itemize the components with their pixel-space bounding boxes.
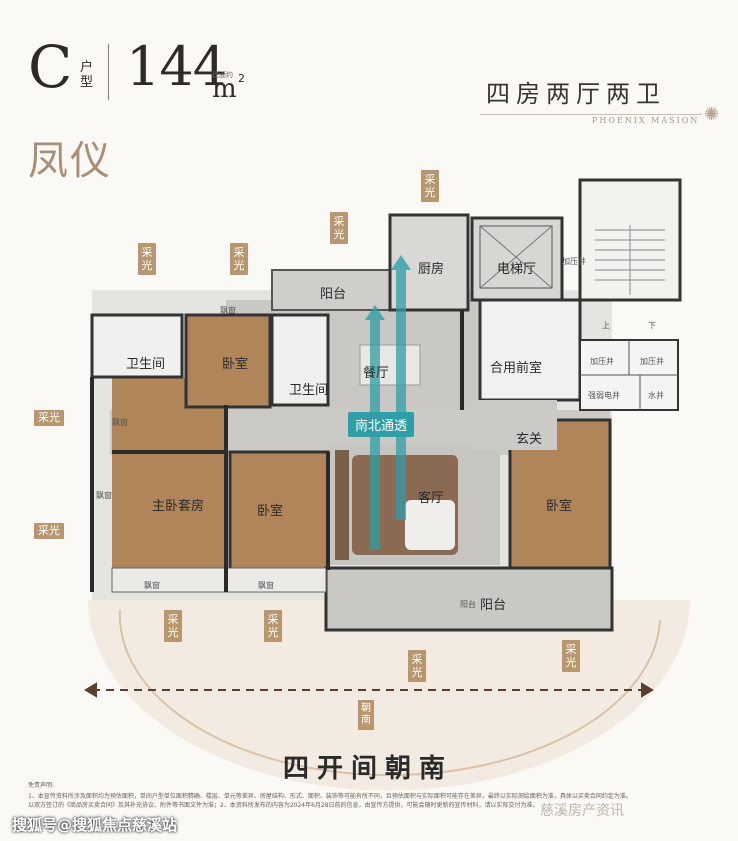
light-tag-bedroom-top: 采光	[230, 243, 248, 275]
kitchen-label: 厨房	[418, 262, 445, 277]
bedroom-top-floor	[184, 313, 272, 409]
disclaimer-title: 免责声明:	[28, 782, 55, 789]
area-unit-sup: 2	[238, 72, 245, 85]
unit-type-suffix: 户型	[80, 60, 94, 90]
light-tag-bedroom-right-south: 采光	[562, 640, 580, 672]
light-tag-balcony: 采光	[330, 212, 348, 244]
bedroom-top-label: 卧室	[222, 357, 249, 372]
light-tag-master-south: 采光	[164, 610, 182, 642]
living-label: 客厅	[418, 491, 445, 506]
north-south-through-badge: 南北通透	[348, 412, 415, 437]
bathroom-mid-label: 卫生间	[289, 383, 329, 398]
elevator-box	[479, 225, 553, 289]
disclaimer-text: 1、本宣传资料所涉及面积均为预估面积，单间户型单位面积精确、楼层、单元等差异、房…	[28, 786, 718, 810]
shared-foyer-label: 合用前室	[490, 361, 543, 376]
bay-window-label-1: 飘窗	[220, 306, 236, 315]
walls	[90, 310, 464, 592]
master-suite-label: 主卧套房	[152, 499, 205, 514]
light-tag-bath-left: 采光	[138, 243, 156, 275]
light-tag-master-lower: 采光	[34, 523, 64, 539]
secondary-watermark: 慈溪房产资讯	[540, 803, 624, 819]
entrance-area	[472, 400, 557, 450]
light-tag-master-upper: 采光	[34, 410, 64, 426]
strong-elec-well-label: 强弱电井	[588, 391, 620, 400]
light-tag-bedroom-south: 采光	[264, 610, 282, 642]
entrance-label: 玄关	[516, 432, 543, 447]
bay-window-label-4: 飘窗	[144, 581, 160, 590]
bay-window-label-2: 飘窗	[112, 418, 128, 427]
sofa	[405, 500, 455, 550]
disclaimer-line-1: 1、本宣传资料所涉及面积均为预估面积，单间户型单位面积精确、楼层、单元等差异、房…	[28, 793, 632, 800]
area-note: 建面约	[212, 71, 233, 79]
phoenix-fan-icon: ✺	[704, 104, 720, 125]
pressurize-well-1-label: 加压井	[590, 357, 614, 366]
balcony-top	[271, 269, 391, 311]
bedroom-mid-label: 卧室	[257, 504, 284, 519]
balcony-bottom	[324, 566, 614, 632]
water-well-label: 水井	[648, 391, 664, 400]
balcony-bottom-label: 阳台	[480, 598, 507, 613]
disclaimer-line-2: 以双方签订的《商品房买卖合同》及其补充协议、附件等书面文件为准；2、本资料所发布…	[28, 802, 539, 809]
light-tag-living-south: 采光	[408, 650, 426, 682]
bedroom-mid-floor	[228, 450, 330, 572]
south-width-line	[84, 682, 654, 698]
bathroom-left-label: 卫生间	[126, 357, 166, 372]
stair-steps	[595, 225, 665, 295]
sohu-watermark: 搜狐号@搜狐焦点慈溪站	[12, 816, 178, 834]
pressurize-well-2-label: 加压井	[640, 357, 664, 366]
elevator-hall-label: 电梯厅	[497, 262, 537, 277]
master-suite-floor	[112, 378, 224, 568]
tv-cabinet	[335, 450, 349, 560]
light-tag-kitchen: 采光	[421, 170, 439, 202]
project-name: 凤仪	[28, 138, 112, 184]
bathroom-mid-area	[270, 313, 330, 407]
bay-window-label-5: 飘窗	[258, 581, 274, 590]
orientation-arc	[88, 600, 690, 791]
bay-window-bottom	[111, 567, 327, 593]
brand-english: PHOENIX MASION	[592, 116, 700, 125]
header-separator	[108, 44, 109, 100]
four-bays-south-title: 四开间朝南	[283, 754, 454, 784]
room-config-underline	[480, 114, 702, 115]
master-bathroom	[90, 313, 184, 379]
bedroom-right-label: 卧室	[546, 499, 573, 514]
balcony-top-label: 阳台	[320, 287, 347, 302]
area-unit: m	[212, 74, 237, 104]
shared-foyer-area	[478, 298, 582, 402]
dining-label: 餐厅	[363, 366, 390, 381]
orientation-arc-line	[118, 609, 661, 777]
pressure-small-label: 加压井	[562, 257, 586, 266]
facing-south-tag: 朝南	[358, 700, 374, 730]
stair-up-label: 上	[602, 321, 610, 330]
balcony-bottom-small-label: 阳台	[460, 600, 476, 609]
stair-down-label: 下	[648, 321, 656, 330]
area-value: 144	[126, 35, 227, 98]
unit-type-letter: C	[28, 33, 73, 101]
bay-window-label-3: 飘窗	[96, 491, 112, 500]
room-config: 四房两厅两卫	[486, 80, 666, 108]
